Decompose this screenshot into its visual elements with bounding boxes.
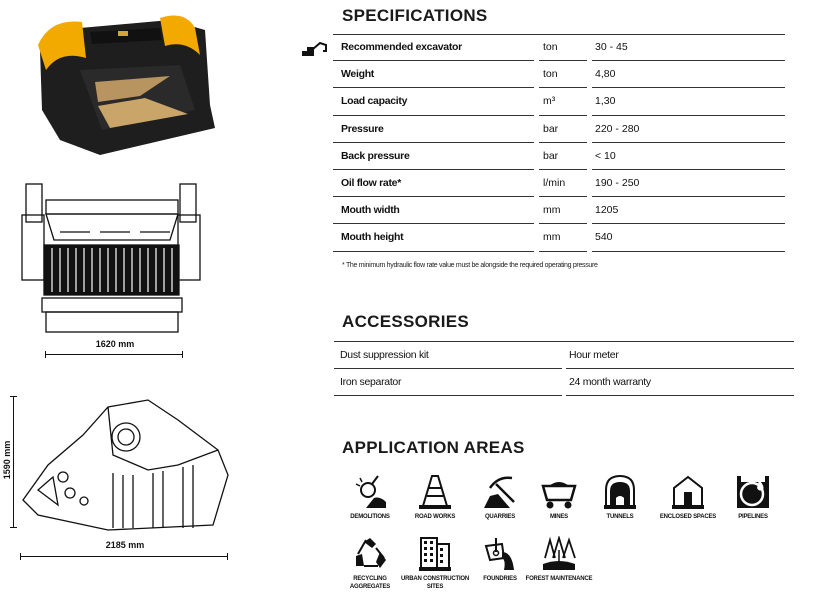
accessory-item: Iron separator <box>334 369 562 396</box>
spec-value: 4,80 <box>592 61 785 89</box>
app-label: PIPELINES <box>738 514 768 520</box>
spec-label: Weight <box>333 61 534 89</box>
spec-value: 1205 <box>592 197 785 225</box>
app-enclosed-spaces: ENCLOSED SPACES <box>653 474 723 521</box>
spec-label: Oil flow rate* <box>333 170 534 198</box>
mine-cart-icon <box>541 482 577 509</box>
side-view-drawing <box>22 399 229 531</box>
app-label: URBAN CONSTRUCTION SITES <box>400 576 470 590</box>
app-pipelines: PIPELINES <box>718 474 788 521</box>
ladle-icon <box>484 538 514 570</box>
spec-table-top-border <box>333 34 785 35</box>
traffic-cone-icon <box>419 475 451 509</box>
pipe-icon <box>737 476 769 508</box>
trees-icon <box>543 536 576 570</box>
app-label: ENCLOSED SPACES <box>659 514 717 520</box>
app-label: TUNNELS <box>606 514 634 520</box>
front-view-drawing <box>21 183 201 333</box>
pickaxe-icon <box>484 476 515 508</box>
spec-label: Mouth height <box>333 224 534 252</box>
app-label: MINES <box>549 514 568 520</box>
spec-unit: m³ <box>539 88 587 116</box>
app-forest-maintenance: FOREST MAINTENANCE <box>524 536 594 583</box>
spec-unit: mm <box>539 224 587 252</box>
wrecking-ball-icon <box>355 475 386 508</box>
side-height-dimension-line <box>10 396 17 528</box>
side-height-label: 1590 mm <box>2 440 12 480</box>
spec-unit: mm <box>539 197 587 225</box>
app-urban-construction-sites: URBAN CONSTRUCTION SITES <box>400 536 470 591</box>
spec-value: 30 - 45 <box>592 34 785 62</box>
app-foundries: FOUNDRIES <box>465 536 535 583</box>
spec-label: Load capacity <box>333 88 534 116</box>
city-building-icon <box>419 537 451 571</box>
product-drawings: 1620 mm 1590 mm 2185 mm <box>0 0 300 599</box>
spec-value: 540 <box>592 224 785 252</box>
app-recycling-aggregates: RECYCLING AGGREGATES <box>335 536 405 591</box>
app-quarries: QUARRIES <box>465 474 535 521</box>
side-width-dimension-line <box>20 553 228 560</box>
app-road-works: ROAD WORKS <box>400 474 470 521</box>
spec-unit: l/min <box>539 170 587 198</box>
accessory-item: Dust suppression kit <box>334 342 562 369</box>
spec-footnote: * The minimum hydraulic flow rate value … <box>342 262 598 269</box>
app-demolitions: DEMOLITIONS <box>335 474 405 521</box>
app-tunnels: TUNNELS <box>585 474 655 521</box>
spec-label: Back pressure <box>333 143 534 170</box>
spec-label: Pressure <box>333 116 534 143</box>
building-enclosure-icon <box>672 475 704 509</box>
spec-value: 190 - 250 <box>592 170 785 198</box>
tunnel-icon <box>604 474 636 509</box>
app-label: DEMOLITIONS <box>350 514 390 520</box>
crusher-bucket-photo <box>38 15 215 155</box>
spec-unit: bar <box>539 143 587 170</box>
accessories-title: ACCESSORIES <box>342 312 470 331</box>
side-width-label: 2185 mm <box>105 540 145 550</box>
application-areas-title: APPLICATION AREAS <box>342 438 525 457</box>
app-mines: MINES <box>524 474 594 521</box>
specifications-title: SPECIFICATIONS <box>342 6 488 25</box>
accessory-item: Hour meter <box>566 342 794 369</box>
front-width-label: 1620 mm <box>95 339 135 349</box>
app-label: FOREST MAINTENANCE <box>525 576 593 582</box>
spec-value: 220 - 280 <box>592 116 785 143</box>
spec-unit: ton <box>539 61 587 89</box>
spec-value: < 10 <box>592 143 785 170</box>
excavator-icon <box>302 41 327 56</box>
spec-label: Mouth width <box>333 197 534 225</box>
accessory-item: 24 month warranty <box>566 369 794 396</box>
spec-unit: ton <box>539 34 587 62</box>
app-label: RECYCLING AGGREGATES <box>349 576 391 590</box>
spec-value: 1,30 <box>592 88 785 116</box>
spec-unit: bar <box>539 116 587 143</box>
recycle-icon <box>356 538 386 568</box>
front-width-dimension-line <box>45 351 183 358</box>
app-label: QUARRIES <box>484 514 516 520</box>
spec-label: Recommended excavator <box>333 34 534 62</box>
app-label: ROAD WORKS <box>414 514 456 520</box>
app-label: FOUNDRIES <box>483 576 517 582</box>
